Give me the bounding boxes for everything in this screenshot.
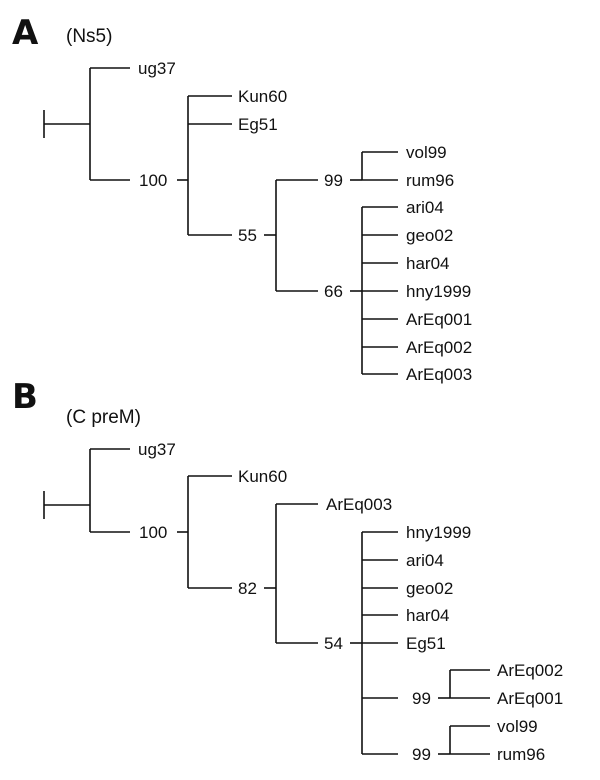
panel-b-leaves: ug37 Kun60 ArEq003 hny1999 ari04 geo02 h… xyxy=(138,440,563,764)
panel-a-supports: 100 55 99 66 xyxy=(139,171,343,301)
panel-a-leaf: geo02 xyxy=(406,226,453,245)
panel-a-leaf: har04 xyxy=(406,254,449,273)
panel-b-support-value: 82 xyxy=(238,579,257,598)
panel-b-leaf: ArEq001 xyxy=(497,689,563,708)
panel-b: B (C preM) xyxy=(12,377,563,764)
panel-b-leaf: har04 xyxy=(406,606,449,625)
panel-b-leaf: ArEq002 xyxy=(497,661,563,680)
panel-a-leaf: vol99 xyxy=(406,143,447,162)
panel-a-leaves: ug37 Kun60 Eg51 vol99 rum96 ari04 geo02 … xyxy=(138,59,472,384)
panel-b-support-value: 99 xyxy=(412,745,431,764)
panel-b-supports: 100 82 54 99 99 xyxy=(139,523,431,764)
panel-a-support-value: 100 xyxy=(139,171,167,190)
panel-a-support-value: 55 xyxy=(238,226,257,245)
panel-a-title: (Ns5) xyxy=(66,26,112,47)
panel-b-leaf: rum96 xyxy=(497,745,545,764)
panel-b-title: (C preM) xyxy=(66,407,141,428)
panel-a-support-value: 99 xyxy=(324,171,343,190)
panel-b-leaf: vol99 xyxy=(497,717,538,736)
panel-a-leaf: ArEq002 xyxy=(406,338,472,357)
panel-a-branches xyxy=(43,67,398,375)
panel-b-leaf: Kun60 xyxy=(238,467,287,486)
panel-b-support-value: 100 xyxy=(139,523,167,542)
panel-b-leaf: hny1999 xyxy=(406,523,471,542)
panel-a-leaf: ArEq003 xyxy=(406,365,472,384)
panel-b-support-value: 54 xyxy=(324,634,343,653)
panel-b-leaf: geo02 xyxy=(406,579,453,598)
panel-b-leaf: ari04 xyxy=(406,551,444,570)
panel-a-leaf: ari04 xyxy=(406,198,444,217)
panel-a: A (Ns5) xyxy=(12,13,472,384)
panel-a-leaf: Kun60 xyxy=(238,87,287,106)
panel-b-leaf: ArEq003 xyxy=(326,495,392,514)
panel-a-leaf: ug37 xyxy=(138,59,176,78)
panel-a-leaf: ArEq001 xyxy=(406,310,472,329)
panel-a-leaf: Eg51 xyxy=(238,115,278,134)
panel-b-support-value: 99 xyxy=(412,689,431,708)
panel-a-leaf: rum96 xyxy=(406,171,454,190)
panel-a-leaf: hny1999 xyxy=(406,282,471,301)
panel-b-branches xyxy=(43,448,490,755)
panel-b-leaf: ug37 xyxy=(138,440,176,459)
panel-b-letter: B xyxy=(12,377,38,417)
panel-b-leaf: Eg51 xyxy=(406,634,446,653)
panel-a-letter: A xyxy=(12,13,39,53)
panel-a-support-value: 66 xyxy=(324,282,343,301)
